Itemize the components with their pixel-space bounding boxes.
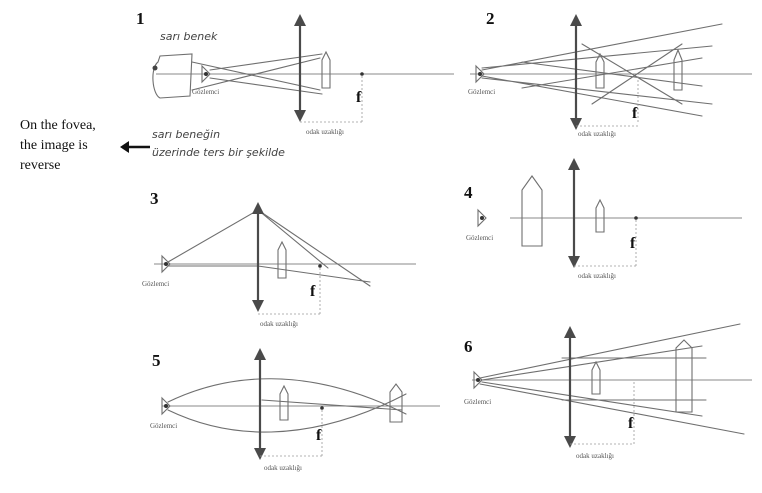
eye-icon <box>473 370 483 390</box>
focal-point <box>318 264 322 268</box>
panel-number: 1 <box>136 9 145 28</box>
object-candle <box>595 198 605 233</box>
left-arrow-icon <box>120 141 150 153</box>
focal-label: f <box>630 235 636 252</box>
focal-label: f <box>310 283 316 300</box>
handwriting-line-1: sarı beneğin <box>152 128 220 141</box>
panel-number: 3 <box>150 189 159 208</box>
light-rays <box>479 323 745 435</box>
eye-icon <box>161 396 171 416</box>
object-candle <box>279 384 289 421</box>
real-image <box>389 383 403 423</box>
focal-point <box>360 72 364 76</box>
panel-number: 6 <box>464 337 473 356</box>
lens-bottom-arrowhead <box>294 110 306 122</box>
panel-3: 3 Gözlemci f odak uzaklığı <box>142 189 416 328</box>
focal-label: f <box>316 427 322 444</box>
light-rays <box>167 209 371 287</box>
object-candle <box>321 50 331 89</box>
eye-icon <box>477 208 487 228</box>
focal-label: f <box>632 105 638 122</box>
panel-6: 6 Gözlemci f odak uzaklığı <box>464 323 752 460</box>
focal-length-label: odak uzaklığı <box>576 452 614 460</box>
observer-label: Gözlemci <box>142 280 169 288</box>
focal-point <box>320 406 324 410</box>
virtual-image <box>673 48 683 91</box>
focal-length-label: odak uzaklığı <box>264 464 302 472</box>
focal-label: f <box>356 89 362 106</box>
virtual-image <box>521 175 543 247</box>
focal-length-label: odak uzaklığı <box>578 130 616 138</box>
focal-length-label: odak uzaklığı <box>306 128 344 136</box>
panel-number: 5 <box>152 351 161 370</box>
handwriting-yellow-spot: sarı benek <box>160 30 218 43</box>
panel-2: 2 Gözlemci f odak uzaklığı <box>468 9 752 138</box>
fovea-dot <box>152 65 158 71</box>
fovea-annotation: On the fovea, the image is reverse <box>20 116 130 176</box>
observer-label: Gözlemci <box>150 422 177 430</box>
light-rays <box>167 378 407 433</box>
eye-icon <box>475 64 485 84</box>
panel-4: 4 Gözlemci f odak uzaklığı <box>464 158 742 280</box>
focal-length-label: odak uzaklığı <box>260 320 298 328</box>
object-candle <box>277 240 287 279</box>
focal-length-label: odak uzaklığı <box>578 272 616 280</box>
lens-top-arrowhead <box>294 14 306 26</box>
panel-1: 1 Gözlemci f odak uzaklığı sarı benek sa… <box>136 9 454 159</box>
annotation-line-3: reverse <box>20 158 61 173</box>
light-rays <box>191 53 323 95</box>
observer-label: Gözlemci <box>192 88 219 96</box>
eye-icon <box>161 254 171 274</box>
annotation-line-1: On the fovea, <box>20 118 96 133</box>
object-candle <box>591 360 601 395</box>
panel-number: 4 <box>464 183 473 202</box>
focal-label: f <box>628 415 634 432</box>
object-candle <box>595 52 605 89</box>
virtual-image <box>675 339 693 413</box>
eyeball-sketch <box>152 53 193 99</box>
light-rays <box>481 23 723 117</box>
annotation-line-2: the image is <box>20 138 88 153</box>
observer-label: Gözlemci <box>468 88 495 96</box>
eye-icon <box>201 64 211 84</box>
observer-label: Gözlemci <box>466 234 493 242</box>
panel-number: 2 <box>486 9 495 28</box>
panel-5: 5 Gözlemci f odak uzaklığı <box>150 348 440 472</box>
handwriting-line-2: üzerinde ters bir şekilde <box>152 146 285 159</box>
observer-label: Gözlemci <box>464 398 491 406</box>
focal-point <box>634 216 638 220</box>
